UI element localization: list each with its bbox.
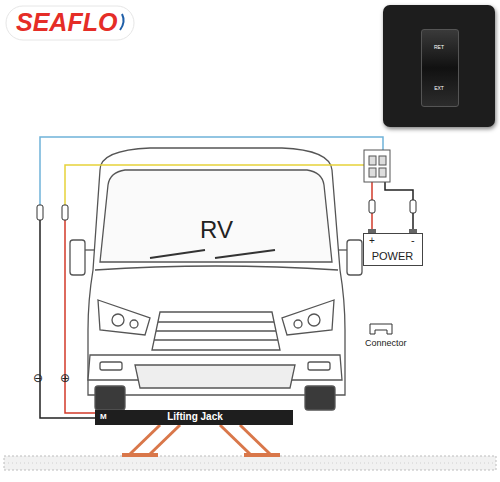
inline-connector <box>37 200 416 220</box>
wiring <box>40 137 383 205</box>
rv-illustration <box>347 240 362 275</box>
rv-illustration <box>282 300 334 335</box>
rv-illustration <box>294 320 302 328</box>
rv-illustration <box>88 148 345 395</box>
rv-illustration <box>70 240 85 275</box>
wiring <box>40 137 413 418</box>
junction-block <box>379 156 386 165</box>
inline-connector <box>410 200 416 213</box>
connector-symbol <box>370 324 392 334</box>
rv-illustration <box>154 339 278 340</box>
rv-illustration <box>112 314 124 326</box>
wiring <box>40 220 95 418</box>
rv-illustration <box>85 249 94 250</box>
node-text: EXT <box>383 86 495 91</box>
rv-illustration <box>308 314 320 326</box>
node-text: RET <box>383 45 495 50</box>
rv-illustration <box>150 250 205 258</box>
wiring <box>65 220 95 413</box>
rv-illustration <box>70 148 362 410</box>
polarity-sign: - <box>411 235 415 246</box>
ground <box>4 463 496 464</box>
wiring <box>371 182 373 200</box>
rv-illustration <box>156 330 276 331</box>
jack-legs <box>150 425 180 454</box>
node-text: M <box>100 413 112 421</box>
rv-illustration <box>338 249 347 250</box>
rv-illustration <box>308 362 330 370</box>
logo-badge <box>6 6 134 40</box>
ground <box>4 456 496 470</box>
vehicle-label: RV <box>200 218 233 242</box>
node-text: POWER <box>364 251 421 262</box>
rv-illustration <box>100 362 122 370</box>
logo-badge <box>6 6 134 40</box>
node-text: Lifting Jack <box>115 412 275 422</box>
ground <box>4 456 496 470</box>
rv-illustration <box>135 365 295 388</box>
rv-illustration <box>95 386 125 410</box>
rv-illustration <box>95 266 338 270</box>
inline-connector <box>62 205 68 220</box>
junction-block <box>369 156 376 165</box>
jack-legs <box>244 453 280 457</box>
polarity-symbol: ⊖ <box>33 372 43 384</box>
polarity-symbol: ⊕ <box>60 372 70 384</box>
rv-illustration <box>158 321 274 322</box>
wiring <box>412 213 414 229</box>
legend-text: Connector <box>365 339 407 348</box>
rv-illustration <box>152 312 280 350</box>
jack-legs <box>122 453 158 457</box>
rocker-switch <box>421 29 459 107</box>
brand-logo: SEAFLO <box>16 10 117 35</box>
rv-illustration <box>130 320 138 328</box>
junction-block <box>379 168 386 177</box>
junction-block <box>364 150 390 182</box>
rv-illustration <box>100 170 332 262</box>
jack-legs <box>122 425 280 457</box>
junction-block <box>369 168 376 177</box>
wiring <box>371 213 373 229</box>
wiring <box>65 165 364 205</box>
rv-illustration <box>98 300 150 335</box>
junction-block <box>364 150 390 182</box>
rv-illustration <box>215 250 275 258</box>
rv-illustration <box>305 386 335 410</box>
jack-legs <box>220 425 250 454</box>
switch-panel: RET EXT <box>383 5 495 127</box>
polarity-sign: + <box>369 236 375 246</box>
lifting-jack-bar: MLifting Jack <box>95 410 293 425</box>
inline-connector <box>37 205 43 220</box>
logo-badge <box>120 14 124 30</box>
connector-symbol <box>370 324 392 334</box>
wiring <box>385 182 413 200</box>
inline-connector <box>369 200 375 213</box>
